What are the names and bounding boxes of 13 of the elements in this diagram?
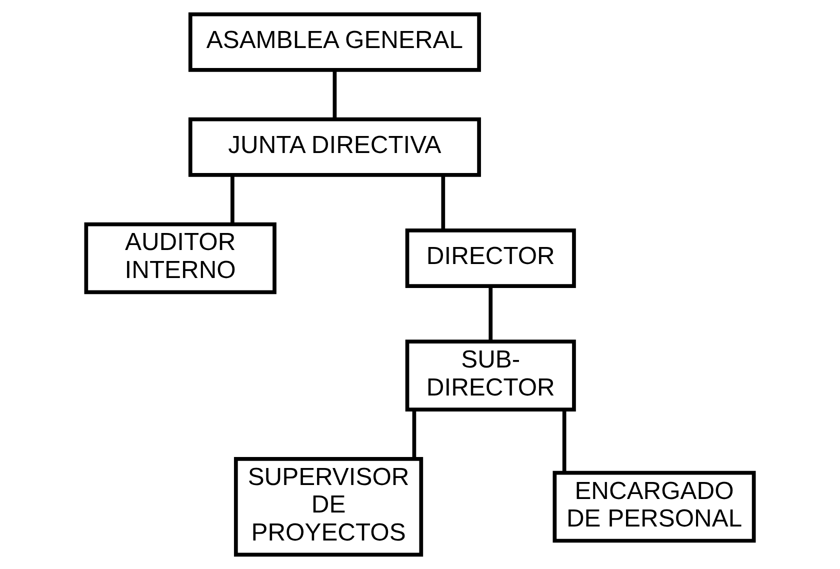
node-box: ENCARGADO DE PERSONAL [552, 470, 756, 543]
node-box: AUDITOR INTERNO [84, 222, 276, 294]
connector [441, 175, 446, 230]
node-box: JUNTA DIRECTIVA [188, 117, 481, 177]
connector [332, 70, 337, 119]
connector [230, 175, 234, 224]
node-box: ASAMBLEA GENERAL [188, 12, 481, 72]
node-box: SUB- DIRECTOR [405, 340, 576, 412]
node-box: DIRECTOR [405, 228, 576, 288]
connector [562, 410, 566, 473]
node-box: SUPERVISOR DE PROYECTOS [234, 457, 424, 557]
connector [488, 286, 493, 342]
connector [412, 410, 416, 459]
